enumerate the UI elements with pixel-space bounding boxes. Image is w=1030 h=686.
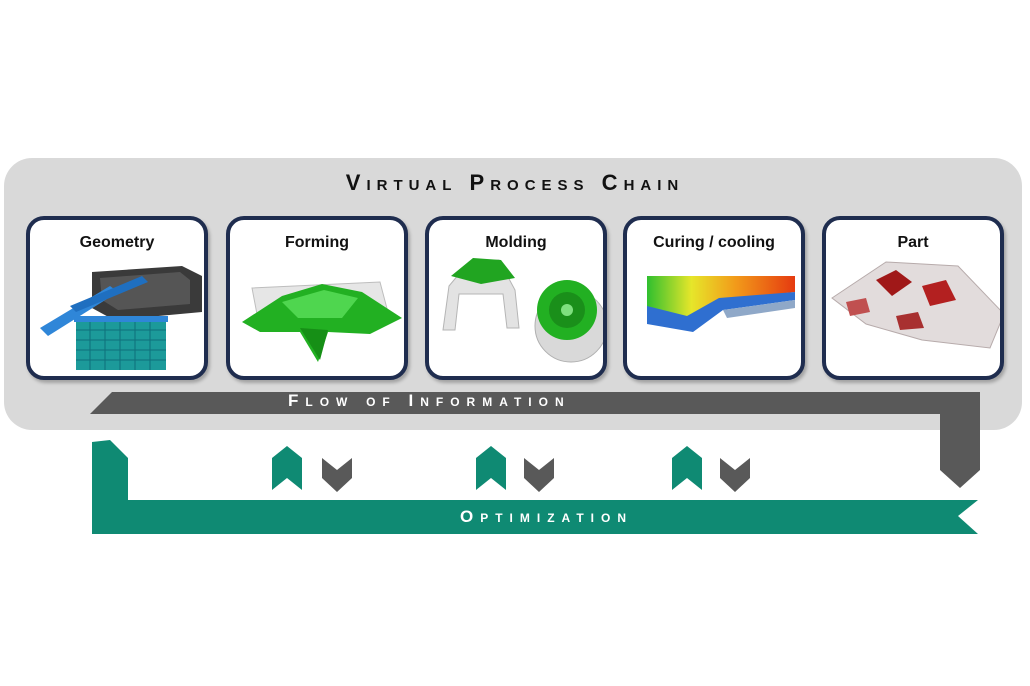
- optimization-label: Optimization: [460, 507, 633, 526]
- forming-image: [242, 281, 402, 362]
- geometry-image: [40, 266, 202, 370]
- flow-of-information-label: Flow of Information: [288, 391, 571, 410]
- optimization-up-arrow: [272, 446, 302, 490]
- information-down-arrow: [322, 458, 352, 492]
- part-image: [831, 261, 1000, 349]
- stage-label-part: Part: [897, 234, 929, 251]
- stage-label-forming: Forming: [285, 234, 349, 251]
- stage-forming: Forming: [226, 216, 408, 380]
- chain-title: Virtual Process Chain: [345, 170, 685, 195]
- stage-molding: Molding: [425, 216, 607, 380]
- feedback-arrows-3: [672, 446, 750, 492]
- molding-image: [442, 258, 603, 363]
- optimization-up-arrow: [476, 446, 506, 490]
- stage-part: Part: [822, 216, 1004, 380]
- stage-label-curing-cooling: Curing / cooling: [653, 234, 775, 251]
- flow-of-information-band: [90, 392, 980, 488]
- stage-label-geometry: Geometry: [79, 234, 155, 251]
- stage-curing-cooling: Curing / cooling: [623, 216, 805, 380]
- feedback-arrows-1: [272, 446, 352, 492]
- information-down-arrow: [524, 458, 554, 492]
- optimization-band: [92, 440, 978, 534]
- curing-cooling-image: [647, 276, 795, 332]
- information-down-arrow: [720, 458, 750, 492]
- stage-geometry: Geometry: [26, 216, 208, 380]
- stage-label-molding: Molding: [485, 234, 547, 251]
- feedback-arrows-2: [476, 446, 554, 492]
- optimization-up-arrow: [672, 446, 702, 490]
